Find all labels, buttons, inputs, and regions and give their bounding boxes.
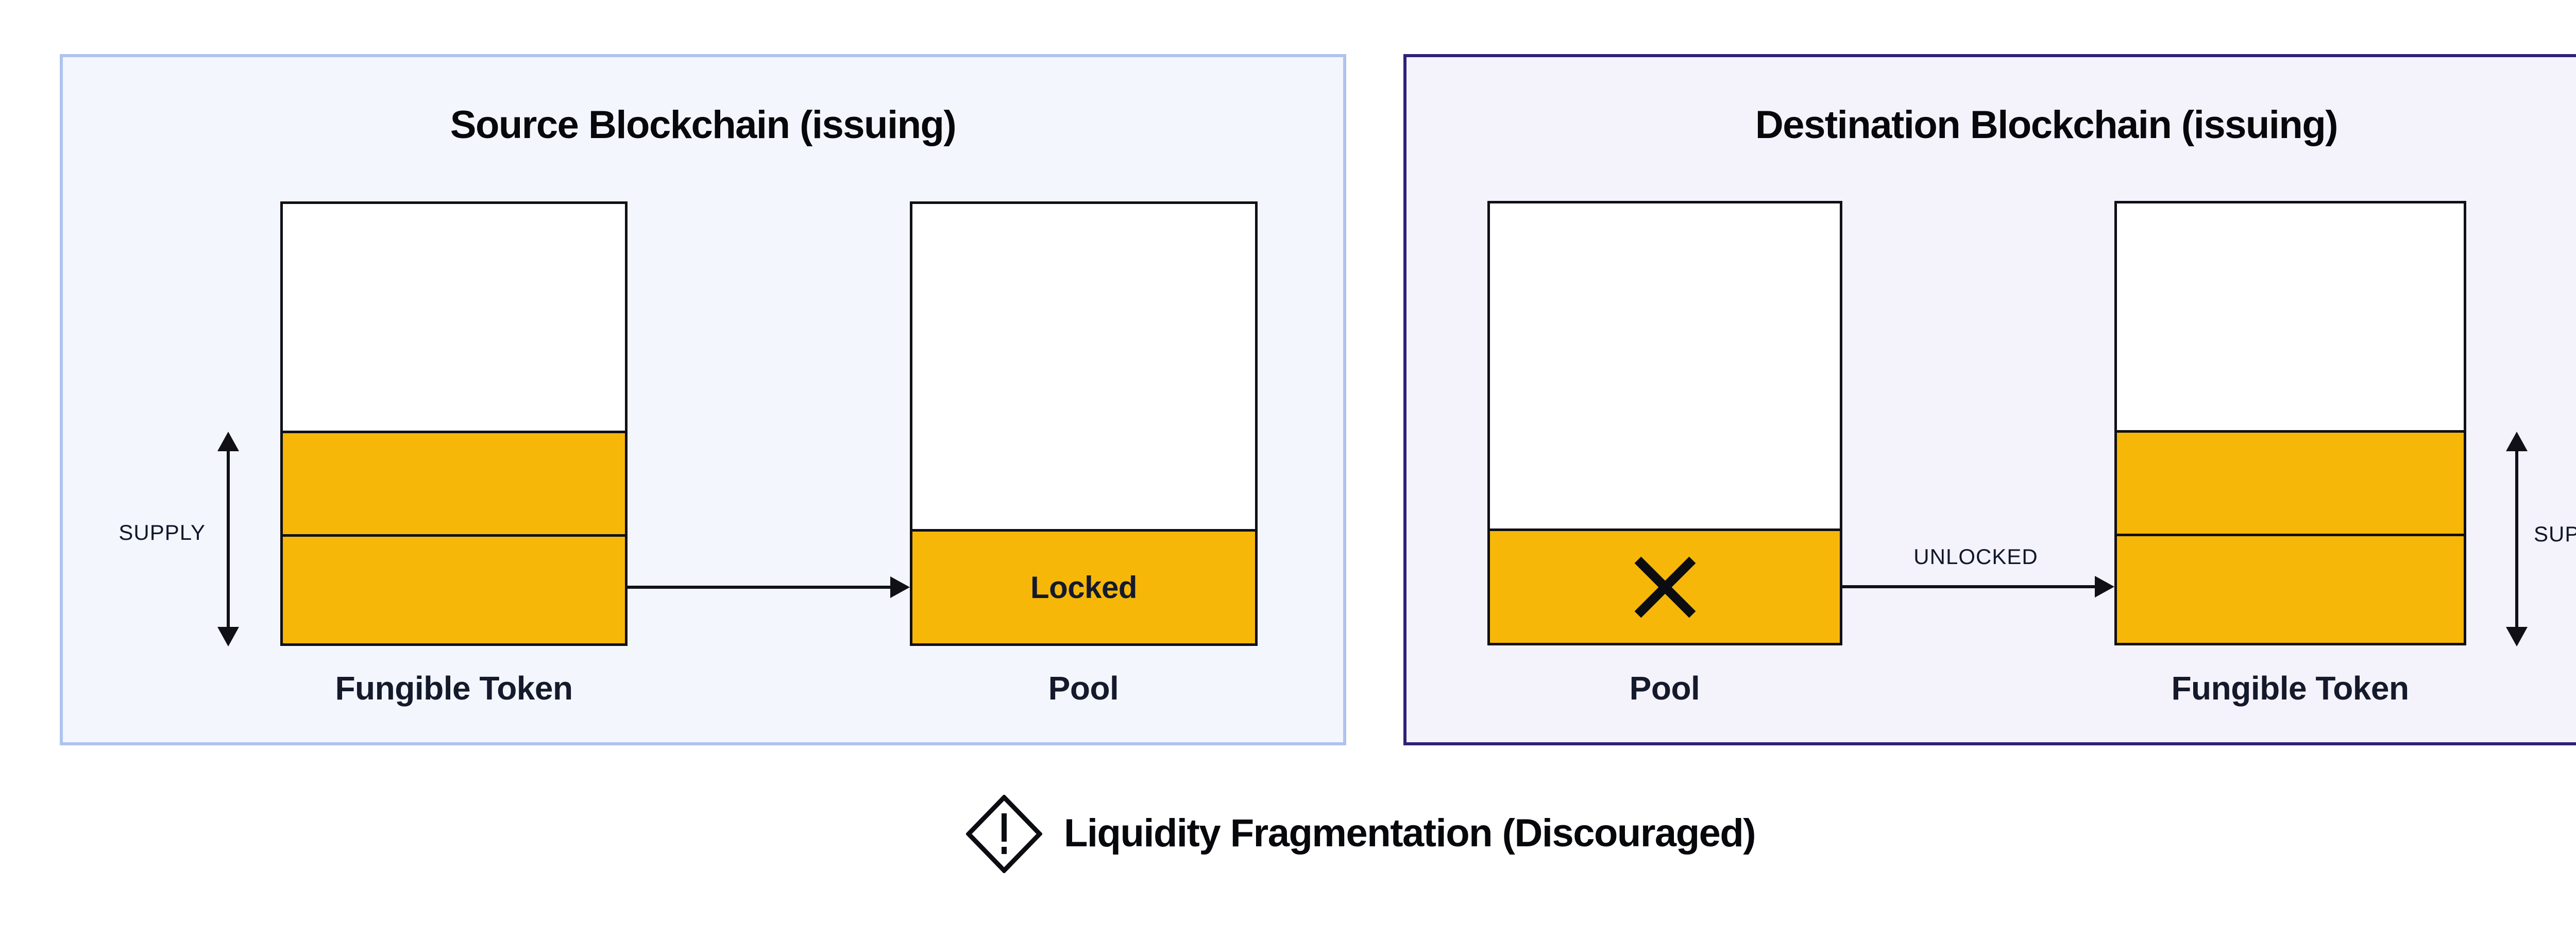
- destination-pool-label: Pool: [1629, 670, 1700, 707]
- source-fungible-token-label: Fungible Token: [335, 670, 573, 707]
- destination-pool-fill: [1490, 528, 1840, 643]
- arrow-shaft: [227, 446, 230, 632]
- arrow-down-icon: [217, 627, 239, 646]
- source-panel-title: Source Blockchain (issuing): [450, 103, 957, 147]
- destination-token-supply-fill: [2117, 430, 2464, 643]
- source-pool-label: Pool: [1048, 670, 1119, 707]
- destination-supply-label: SUPPLY: [2534, 522, 2576, 546]
- destination-fungible-token-label: Fungible Token: [2171, 670, 2409, 707]
- source-supply-label: SUPPLY: [118, 520, 206, 544]
- arrow-right-icon: [890, 576, 910, 598]
- locked-label: Locked: [1030, 570, 1138, 605]
- source-token-segment-divider: [283, 534, 625, 537]
- destination-unlock-transfer-arrow: [1842, 574, 2114, 599]
- arrow-right-icon: [2095, 576, 2114, 598]
- blocked-x-icon: [1634, 556, 1696, 618]
- source-pool-locked-fill: Locked: [912, 529, 1255, 643]
- source-blockchain-panel: Source Blockchain (issuing) SUPPLY Locke…: [60, 54, 1346, 745]
- source-token-supply-fill: [283, 431, 625, 643]
- destination-pool-box: [1487, 201, 1842, 645]
- source-supply-range-arrow: [216, 432, 241, 646]
- warning-diamond-icon: [966, 795, 1042, 873]
- source-pool-box: Locked: [910, 201, 1258, 646]
- destination-fungible-token-box: [2114, 201, 2466, 645]
- destination-token-segment-divider: [2117, 534, 2464, 536]
- destination-blockchain-panel: Destination Blockchain (issuing) UNLOCKE…: [1403, 54, 2576, 745]
- arrow-shaft: [1842, 585, 2099, 588]
- source-lock-transfer-arrow: [628, 575, 910, 600]
- arrow-shaft: [2515, 446, 2518, 632]
- caption-text: Liquidity Fragmentation (Discouraged): [1064, 811, 1756, 855]
- arrow-down-icon: [2506, 627, 2528, 646]
- arrow-shaft: [628, 586, 894, 589]
- source-fungible-token-box: [280, 201, 628, 646]
- unlocked-arrow-label: UNLOCKED: [1913, 544, 2038, 569]
- destination-panel-title: Destination Blockchain (issuing): [1755, 103, 2338, 147]
- destination-supply-range-arrow: [2504, 432, 2529, 646]
